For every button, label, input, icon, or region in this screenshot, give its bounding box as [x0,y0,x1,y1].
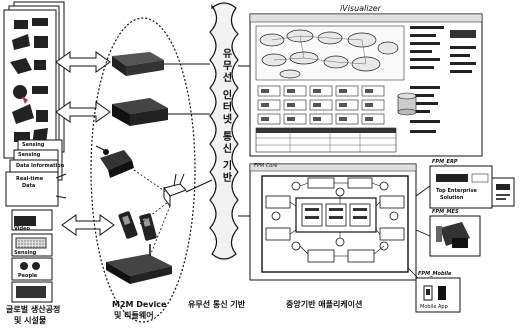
sensing-card-label-2: Sensing [18,152,41,158]
network-links [238,65,250,217]
facility-label-line2: 및 시설물 [14,316,47,325]
m2m-device-ellipse [90,17,196,323]
device-links [164,63,213,193]
fpm-core-panel [249,163,417,281]
lower-mini-cards [11,209,53,303]
visualizer-title: iVisualizer [340,4,381,13]
gateway-device-1 [112,52,164,76]
mini-card-label-people: People [18,273,38,279]
data-label: Data [22,183,36,189]
facility-label-line1: 글로벌 생산공정 [6,305,61,314]
facility-cards-stack [3,1,65,159]
sensing-card-label-1: Sensing [22,142,45,148]
center-bottom-label: 중앙기반 애플리케이션 [286,300,363,309]
gateway-device-2 [112,98,168,126]
erp-card [429,165,493,209]
mobile-card [415,277,461,313]
wireless-router [163,173,187,208]
erp-card-side [491,177,515,207]
visualizer-panel [249,13,483,157]
double-arrows [55,51,115,236]
wireless-links [133,169,171,257]
mes-card [429,215,481,257]
data-info-label: Data Information [16,163,65,169]
erp-card-line2: Solution [440,195,464,201]
sensing-cards-stack [5,139,63,207]
mini-card-label-sensing: Sensing [14,250,37,256]
network-vertical-label: 유무선 인터넷 통신 기반 [220,48,231,185]
mobile-card-title: FPM_Mobile [418,271,452,277]
mobile-phones [118,211,157,241]
database-icon [397,92,417,116]
realtime-label: Real-time [16,176,44,182]
sensing-arrows [55,173,67,199]
mobile-card-line1: Mobile App [420,304,448,310]
erp-card-line1: Top Enterprise [436,188,477,194]
m2m-label-line2: 및 미들웨어 [114,311,154,320]
erp-card-title: FPM_ERP [432,159,458,165]
network-cloud [209,2,239,260]
mes-card-title: FPM_MES [432,209,459,215]
mesh-router-device [106,244,172,284]
network-bottom-label: 유무선 통신 기반 [188,300,246,309]
fpm-card-links [407,185,431,279]
m2m-label-line1: M2M Device [112,300,167,309]
fpm-core-title: FPM Core [254,163,278,169]
sensor-node-device [95,145,134,178]
mini-card-label-video: Video [14,226,30,232]
